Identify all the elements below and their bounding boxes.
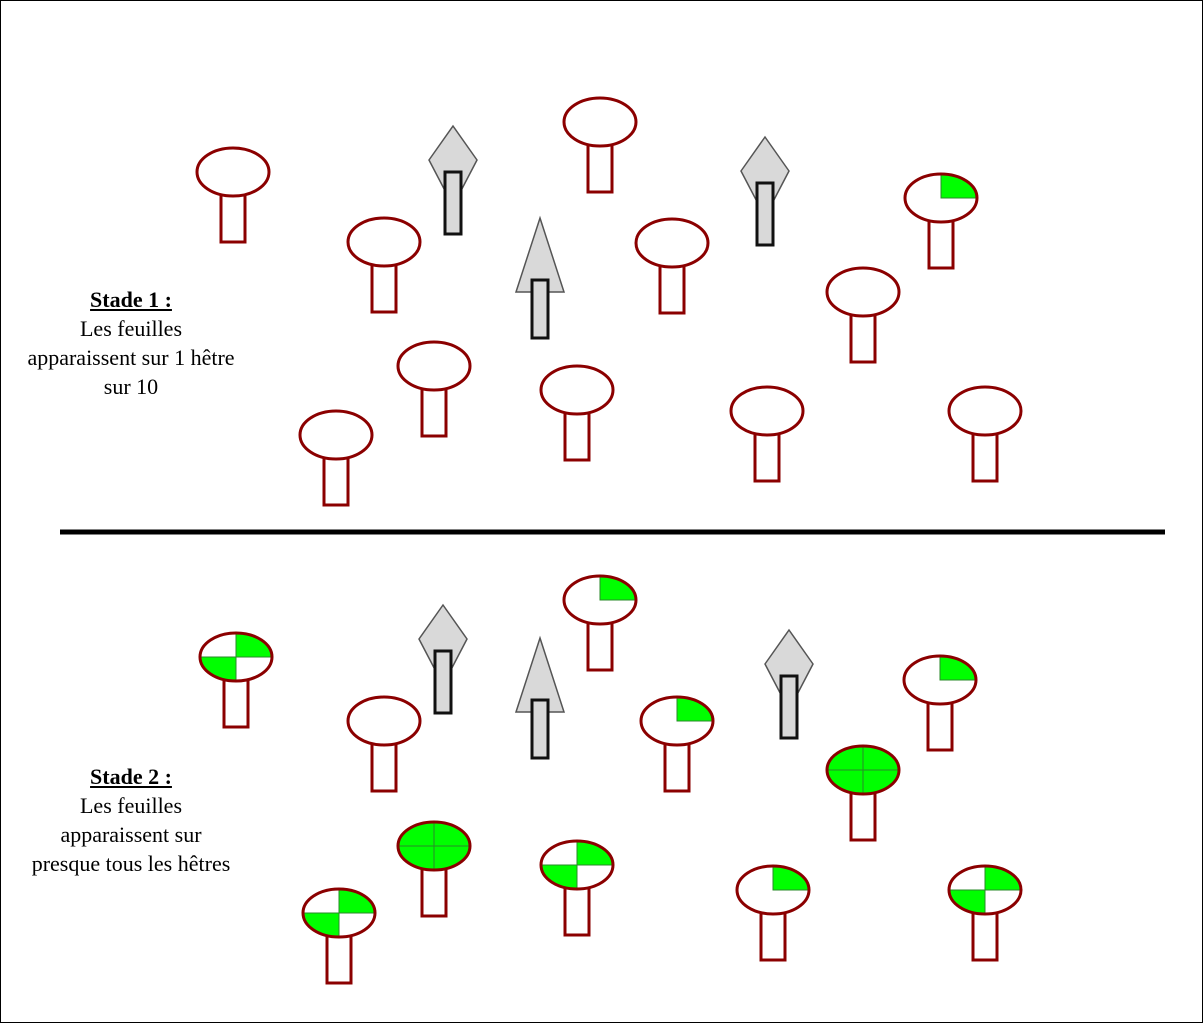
beech-canopy-outline <box>562 574 638 626</box>
beech-tree <box>396 340 472 438</box>
beech-canopy-outline <box>301 887 377 939</box>
stage-1-title: Stade 1 : <box>90 287 172 312</box>
beech-trunk <box>222 677 250 729</box>
beech-trunk <box>586 620 614 672</box>
beech-canopy-outline <box>539 364 615 416</box>
beech-trunk <box>926 700 954 752</box>
beech-canopy-outline <box>947 385 1023 437</box>
beech-canopy-outline <box>947 864 1023 916</box>
beech-tree <box>825 744 901 842</box>
conifer-trunk <box>755 181 775 247</box>
conifer-tall <box>514 635 566 760</box>
beech-canopy <box>348 697 420 745</box>
beech-canopy <box>564 98 636 146</box>
beech-trunk <box>971 910 999 962</box>
beech-trunk <box>563 885 591 937</box>
conifer-small <box>428 124 478 236</box>
beech-canopy-outline <box>396 340 472 392</box>
beech-canopy <box>949 387 1021 435</box>
beech-tree <box>825 266 901 364</box>
conifer-small <box>740 135 790 247</box>
beech-trunk <box>219 192 247 244</box>
conifer-small <box>418 603 468 715</box>
beech-tree <box>902 654 978 752</box>
conifer-trunk <box>433 649 453 715</box>
beech-canopy-outline <box>539 839 615 891</box>
beech-canopy-outline <box>825 744 901 796</box>
beech-tree <box>729 385 805 483</box>
beech-trunk <box>370 262 398 314</box>
beech-tree <box>396 820 472 918</box>
beech-canopy-outline <box>562 96 638 148</box>
beech-tree <box>539 364 615 462</box>
beech-trunk <box>420 866 448 918</box>
beech-canopy <box>348 218 420 266</box>
beech-canopy-outline <box>346 695 422 747</box>
beech-tree <box>903 172 979 270</box>
beech-canopy <box>731 387 803 435</box>
stage-1-forest <box>195 96 1023 507</box>
beech-tree <box>195 146 271 244</box>
beech-canopy <box>300 411 372 459</box>
conifer-trunk <box>779 674 799 740</box>
beech-canopy-outline <box>396 820 472 872</box>
beech-tree <box>947 864 1023 962</box>
beech-canopy <box>541 366 613 414</box>
beech-canopy-outline <box>634 217 710 269</box>
stage-2-title: Stade 2 : <box>90 764 172 789</box>
beech-trunk <box>759 910 787 962</box>
beech-tree <box>947 385 1023 483</box>
beech-canopy-outline <box>198 631 274 683</box>
beech-trunk <box>849 312 877 364</box>
beech-tree <box>562 96 638 194</box>
beech-trunk <box>370 741 398 793</box>
beech-trunk <box>971 431 999 483</box>
beech-tree <box>346 216 422 314</box>
beech-tree <box>346 695 422 793</box>
conifer-small <box>764 628 814 740</box>
beech-canopy <box>827 268 899 316</box>
beech-trunk <box>927 218 955 270</box>
beech-tree <box>562 574 638 672</box>
beech-canopy <box>636 219 708 267</box>
beech-canopy <box>197 148 269 196</box>
beech-canopy-outline <box>346 216 422 268</box>
beech-trunk <box>586 142 614 194</box>
beech-canopy-outline <box>639 695 715 747</box>
beech-tree <box>301 887 377 985</box>
beech-trunk <box>753 431 781 483</box>
conifer-trunk <box>530 698 550 760</box>
beech-trunk <box>325 933 353 985</box>
beech-tree <box>539 839 615 937</box>
beech-tree <box>198 631 274 729</box>
conifer-trunk <box>443 170 463 236</box>
beech-tree <box>639 695 715 793</box>
beech-canopy-outline <box>825 266 901 318</box>
beech-canopy-outline <box>903 172 979 224</box>
beech-canopy <box>398 342 470 390</box>
beech-trunk <box>420 386 448 438</box>
beech-canopy-outline <box>729 385 805 437</box>
stage-2-forest <box>198 574 1023 985</box>
beech-canopy-outline <box>735 864 811 916</box>
beech-trunk <box>663 741 691 793</box>
stage-2-label: Stade 2 : Les feuilles apparaissent sur … <box>26 762 236 878</box>
beech-tree <box>298 409 374 507</box>
beech-trunk <box>849 790 877 842</box>
beech-canopy-outline <box>195 146 271 198</box>
conifer-tall <box>514 215 566 340</box>
beech-trunk <box>322 455 350 507</box>
beech-canopy-outline <box>298 409 374 461</box>
beech-tree <box>634 217 710 315</box>
stage-1-description: Les feuilles apparaissent sur 1 hêtre su… <box>27 316 235 399</box>
beech-trunk <box>658 263 686 315</box>
stage-1-label: Stade 1 : Les feuilles apparaissent sur … <box>26 285 236 401</box>
beech-tree <box>735 864 811 962</box>
stage-2-description: Les feuilles apparaissent sur presque to… <box>31 793 231 876</box>
beech-canopy-outline <box>902 654 978 706</box>
conifer-trunk <box>530 278 550 340</box>
beech-trunk <box>563 410 591 462</box>
